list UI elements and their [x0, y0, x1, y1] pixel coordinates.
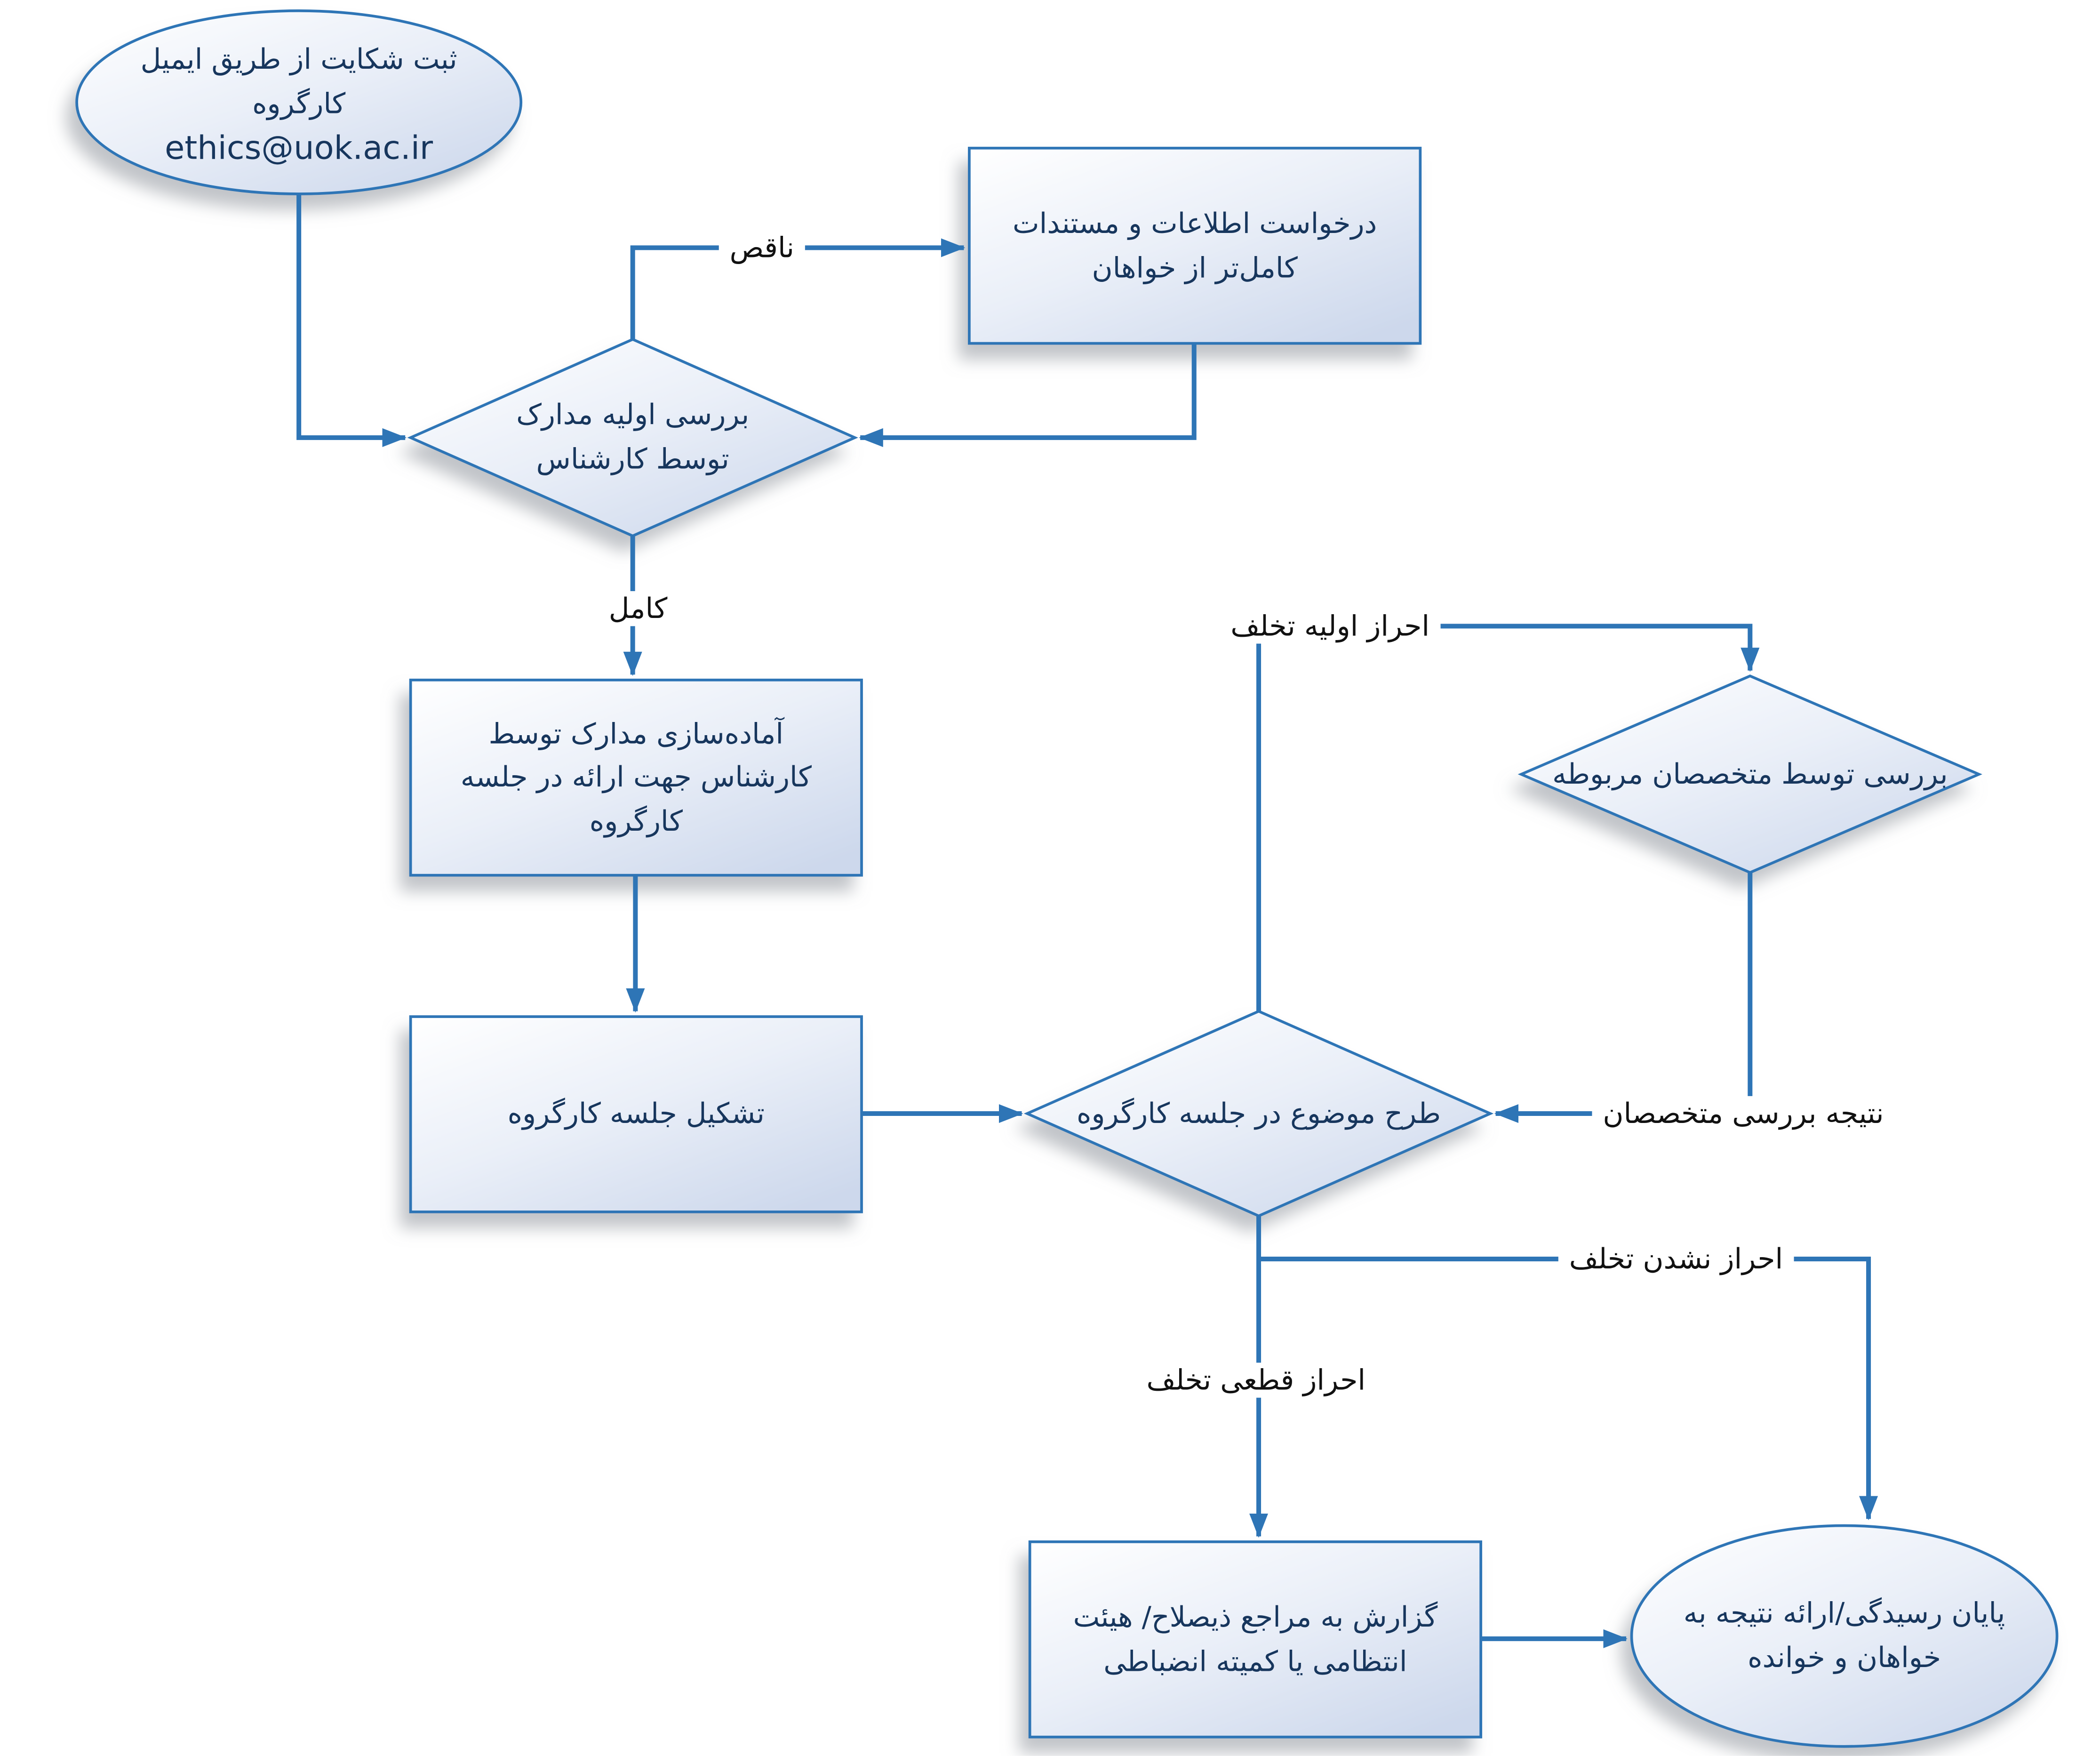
connector-request-docs-to-initial-review	[859, 343, 1197, 447]
connector-specialist-review-to-discuss	[1494, 872, 1753, 1123]
prepare-docs-shape	[409, 678, 863, 877]
connector-initial-review-to-request-docs	[630, 238, 966, 339]
edge-label-no-violation: احراز نشدن تخلف	[1558, 1241, 1794, 1277]
edge-label-initial-violation: احراز اولیه تخلف	[1220, 609, 1440, 644]
start-node-shape	[75, 9, 523, 195]
end-node-shape	[1630, 1524, 2059, 1748]
connector-start-to-initial-review	[296, 193, 407, 447]
discuss-in-meeting-shape	[1023, 1010, 1494, 1218]
edge-label-incomplete: ناقص	[719, 230, 805, 265]
shape-layer	[75, 9, 2059, 1748]
edge-label-complete: کامل	[598, 591, 679, 626]
connector-discuss-to-specialist-review	[1256, 624, 1760, 1011]
report-to-authority-shape	[1028, 1540, 1482, 1739]
specialist-review-shape	[1517, 674, 1982, 874]
initial-review-shape	[407, 337, 858, 537]
edge-label-specialist-result: نتیجه بررسی متخصصان	[1592, 1096, 1895, 1131]
hold-meeting-shape	[409, 1015, 863, 1213]
connector-discuss-to-end-no-violation	[1259, 1257, 1878, 1521]
request-more-docs-shape	[968, 146, 1422, 345]
edge-label-definite-violation: احراز قطعی تخلف	[1135, 1363, 1376, 1398]
